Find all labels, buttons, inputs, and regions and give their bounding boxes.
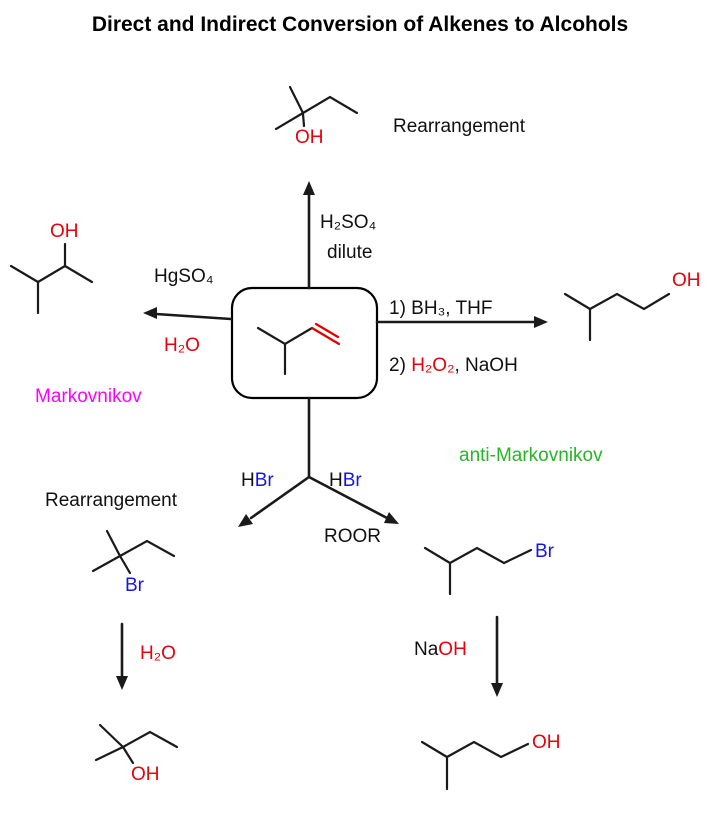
oh-label-bottomleft-alcohol: OH	[131, 764, 160, 785]
diagram-title: Direct and Indirect Conversion of Alkene…	[91, 13, 629, 36]
hbr-left-h: H	[241, 470, 255, 491]
note-anti-markovnikov: anti-Markovnikov	[459, 445, 603, 466]
reagent-h2o-bottom: H₂O	[140, 643, 176, 664]
structure-top-product	[274, 85, 359, 131]
reagent-step2: 2) H₂O₂, NaOH	[389, 355, 518, 377]
arrow-diagonal-left	[238, 475, 311, 527]
reagent-h2so4: H₂SO₄	[320, 212, 377, 233]
structure-right-product	[563, 292, 671, 342]
reagent-h2o-left: H₂O	[164, 335, 200, 356]
hbr-right-br: Br	[342, 470, 362, 491]
arrow-up	[303, 181, 315, 290]
arrow-left	[143, 307, 233, 321]
structure-bottomright-bromide	[423, 546, 533, 596]
reagent-dilute: dilute	[327, 242, 373, 263]
structure-bottomright-alcohol	[420, 740, 530, 791]
note-rearrangement-bottom: Rearrangement	[45, 490, 178, 511]
br-label-bottomleft: Br	[125, 575, 144, 596]
structure-central-alkene	[256, 322, 341, 376]
reagent-hbr-left: HBr	[241, 470, 274, 492]
alkene-double-bond	[310, 326, 341, 346]
naoh-oh: OH	[438, 639, 467, 660]
arrow-diagonal-right	[307, 475, 399, 524]
reagent-roor: ROOR	[324, 526, 381, 547]
arrow-right	[375, 316, 548, 328]
arrow-down-bottomright	[491, 615, 503, 697]
reagent-step2-prefix: 2)	[389, 355, 412, 376]
oh-label-bottomright-alcohol: OH	[532, 732, 561, 753]
reagent-step2-suffix: , NaOH	[454, 355, 518, 376]
hbr-right-h: H	[329, 470, 343, 491]
oh-label-left-product: OH	[50, 221, 79, 242]
note-rearrangement-top: Rearrangement	[393, 116, 526, 137]
reagent-bh3-thf: 1) BH₃, THF	[389, 298, 493, 319]
reagent-hbr-right: HBr	[329, 470, 362, 492]
note-markovnikov: Markovnikov	[35, 386, 142, 407]
oh-label-top-product: OH	[295, 127, 324, 148]
hbr-left-br: Br	[254, 470, 274, 491]
naoh-na: Na	[414, 639, 439, 660]
structure-left-product	[9, 242, 94, 315]
reagent-h2o2: H₂O₂	[411, 355, 455, 376]
br-label-bottomright: Br	[535, 541, 554, 562]
alkene-double-bond-inner	[314, 322, 340, 339]
central-substrate-box	[230, 286, 379, 400]
reagent-hgso4: HgSO₄	[154, 266, 214, 287]
arrow-down-bottomleft	[116, 622, 128, 690]
oh-label-right-product: OH	[672, 270, 701, 291]
structure-bottomleft-alcohol	[94, 723, 179, 765]
structure-bottomleft-bromide	[91, 529, 176, 575]
reagent-naoh: NaOH	[414, 639, 467, 661]
